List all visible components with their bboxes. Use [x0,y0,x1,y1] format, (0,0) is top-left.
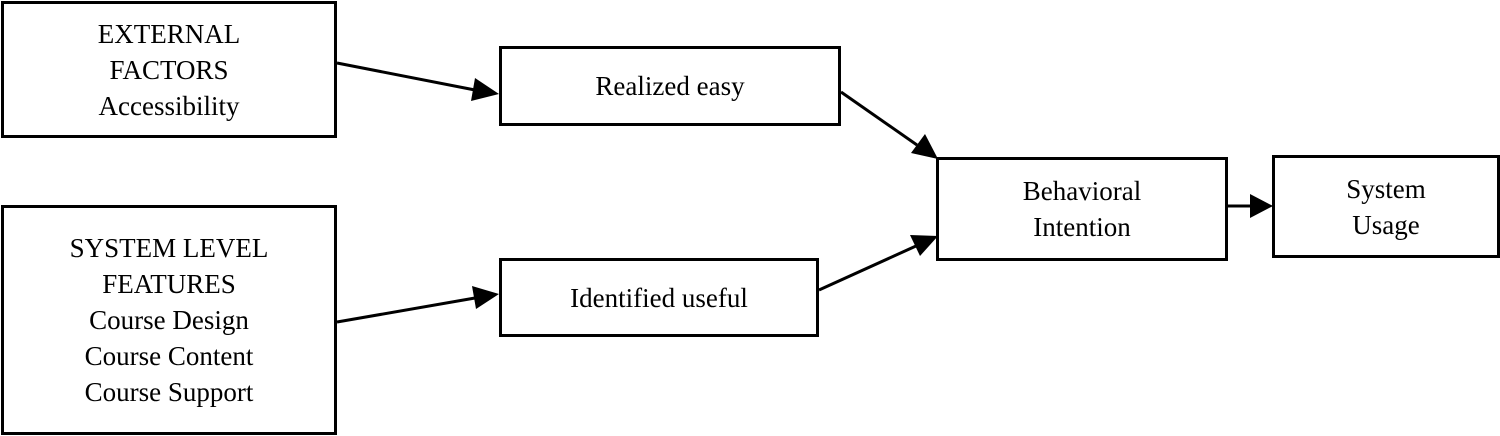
system-features-line-3: Course Design [89,305,249,335]
system-features-line-1: SYSTEM LEVEL [69,233,269,263]
behavioral-intention-line-1: Behavioral [1022,176,1142,206]
system-features-line-2: FEATURES [102,269,236,299]
system-usage-line-2: Usage [1352,209,1420,240]
external-factors-box: EXTERNAL FACTORS Accessibility [1,1,337,138]
identified-useful-box: Identified useful [499,258,819,337]
arrow-realized-easy-to-intention [840,90,918,147]
arrowhead-usage [1250,194,1273,218]
realized-easy-label: Realized easy [595,71,745,101]
arrowhead-realized-easy [471,78,499,101]
system-features-line-4: Course Content [84,341,254,371]
arrow-external-to-realized-easy [336,61,476,92]
system-usage-box: System Usage [1272,155,1500,258]
system-level-features-box: SYSTEM LEVEL FEATURES Course Design Cour… [1,205,337,435]
external-factors-line-1: EXTERNAL [97,18,241,49]
external-factors-line-3: Accessibility [98,90,240,121]
arrow-system-to-identified-useful [336,296,476,324]
arrowhead-identified-useful [472,286,499,309]
arrowhead-intention-top [911,134,938,159]
behavioral-intention-box: Behavioral Intention [936,157,1228,261]
system-features-line-5: Course Support [84,377,254,407]
arrow-identified-useful-to-intention [818,244,917,292]
system-usage-line-1: System [1346,173,1426,204]
arrowhead-intention-bottom [910,235,938,256]
realized-easy-box: Realized easy [499,46,841,126]
behavioral-intention-line-2: Intention [1033,212,1131,242]
identified-useful-label: Identified useful [570,282,748,313]
external-factors-line-2: FACTORS [109,54,229,85]
